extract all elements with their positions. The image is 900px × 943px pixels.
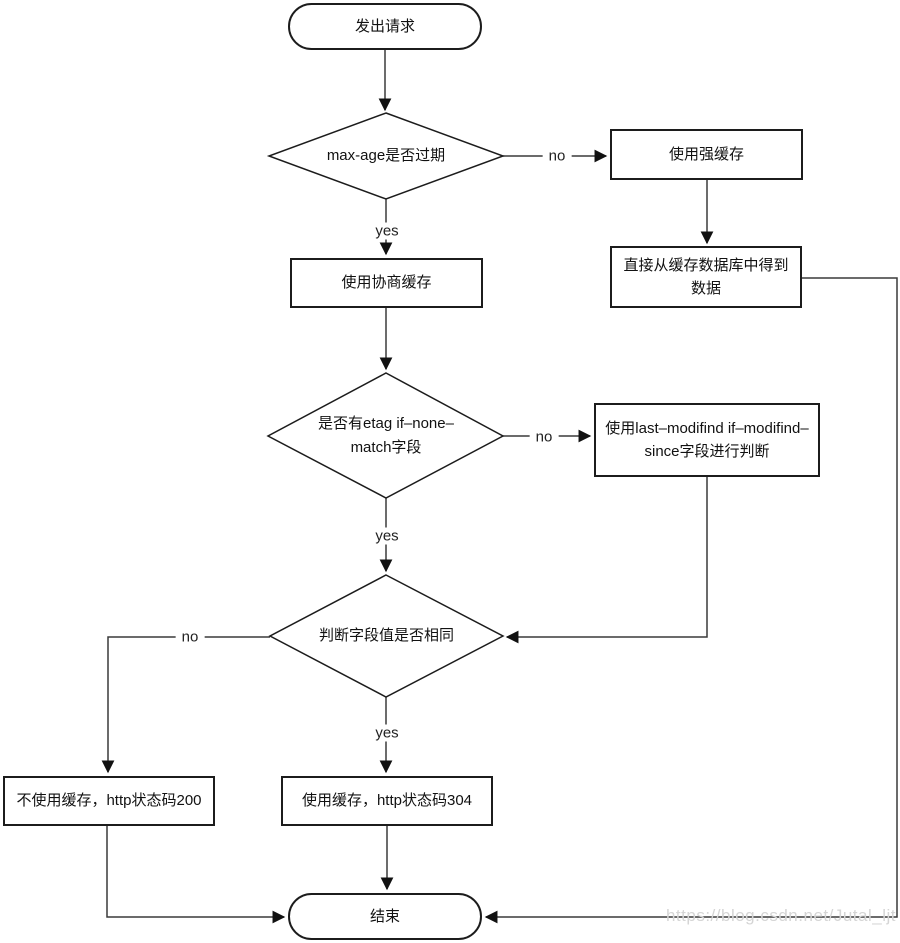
label-compare-yes: yes	[369, 724, 405, 742]
decision-etag-shape	[266, 372, 505, 499]
process-strong-cache: 使用强缓存	[610, 129, 803, 180]
decision-max-age-shape	[266, 112, 506, 200]
process-last-modified-check: 使用last–modifind if–modifind–since字段进行判断	[594, 403, 820, 477]
decision-etag-label: 是否有etag if–none–match字段	[318, 415, 454, 456]
edge-last-modified-to-compare	[505, 477, 708, 644]
process-no-cache-200: 不使用缓存，http状态码200	[3, 776, 215, 826]
label-max-age-yes: yes	[369, 222, 405, 240]
end-terminator: 结束	[288, 893, 482, 940]
start-terminator: 发出请求	[288, 3, 482, 50]
decision-max-age-label: max-age是否过期	[326, 147, 446, 165]
label-max-age-no: no	[542, 147, 572, 165]
label-compare-no: no	[175, 628, 205, 646]
edge-compare-no-to-no-cache	[101, 636, 270, 774]
label-etag-no: no	[529, 428, 559, 446]
edge-no-cache-to-end	[106, 826, 286, 924]
process-fetch-from-cache-db: 直接从缓存数据库中得到数据	[610, 246, 802, 308]
watermark: https://blog.csdn.net/Jutal_ljt	[665, 906, 896, 925]
process-use-cache-304: 使用缓存，http状态码304	[281, 776, 493, 826]
label-etag-yes: yes	[369, 527, 405, 545]
process-negotiation-cache: 使用协商缓存	[290, 258, 483, 308]
decision-compare-field-shape	[268, 574, 505, 698]
edge-fetch-db-to-end	[484, 277, 898, 924]
decision-compare-field-label: 判断字段值是否相同	[318, 627, 454, 645]
